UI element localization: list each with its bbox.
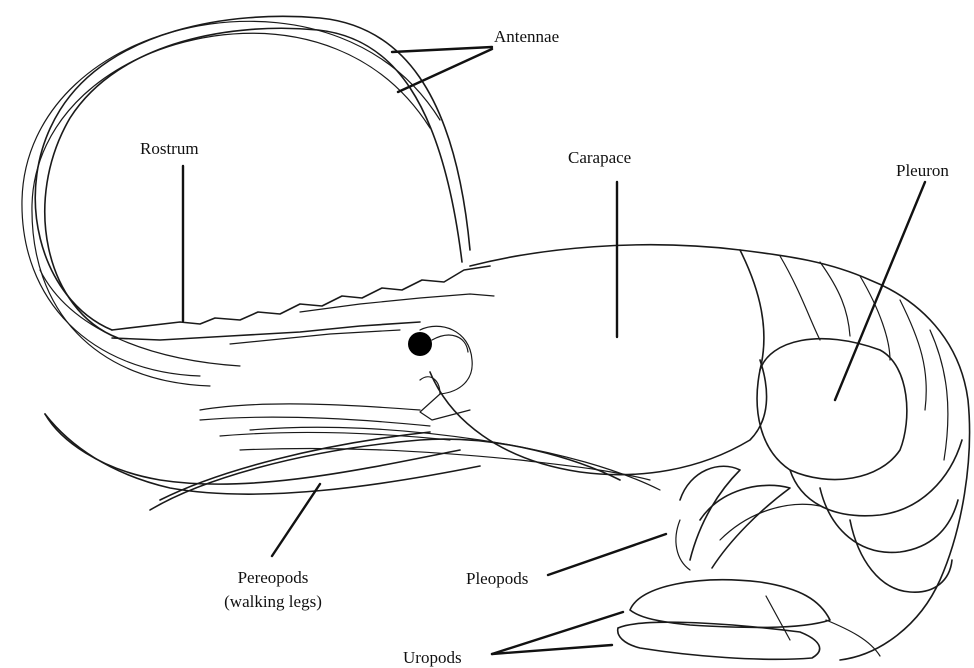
pleopods-shapes <box>676 466 820 570</box>
label-pleuron: Pleuron <box>896 161 949 180</box>
label-antennae: Antennae <box>494 27 559 46</box>
uropods-leader-lower <box>492 645 612 654</box>
label-pereopods: Pereopods <box>238 568 309 587</box>
pereopods-leader <box>272 484 320 556</box>
carapace-shape <box>420 245 970 660</box>
pleuron-leader <box>835 182 925 400</box>
label-uropods: Uropods <box>403 648 462 667</box>
antennae-whips <box>22 16 470 386</box>
abdomen-segments <box>757 256 962 592</box>
label-pereopods-walking-legs: (walking legs) <box>224 592 322 611</box>
pleopods-leader <box>548 534 666 575</box>
antennae-leader-upper <box>392 47 492 52</box>
eye <box>408 332 432 356</box>
antennae-leader-lower <box>398 49 492 92</box>
uropods-leader-upper <box>492 612 623 654</box>
label-carapace: Carapace <box>568 148 631 167</box>
label-rostrum: Rostrum <box>140 139 199 158</box>
label-pleopods: Pleopods <box>466 569 528 588</box>
uropods-shapes <box>618 580 880 659</box>
pereopods-shapes <box>45 404 660 510</box>
leader-lines <box>183 47 925 654</box>
rostrum-shape <box>112 266 494 344</box>
